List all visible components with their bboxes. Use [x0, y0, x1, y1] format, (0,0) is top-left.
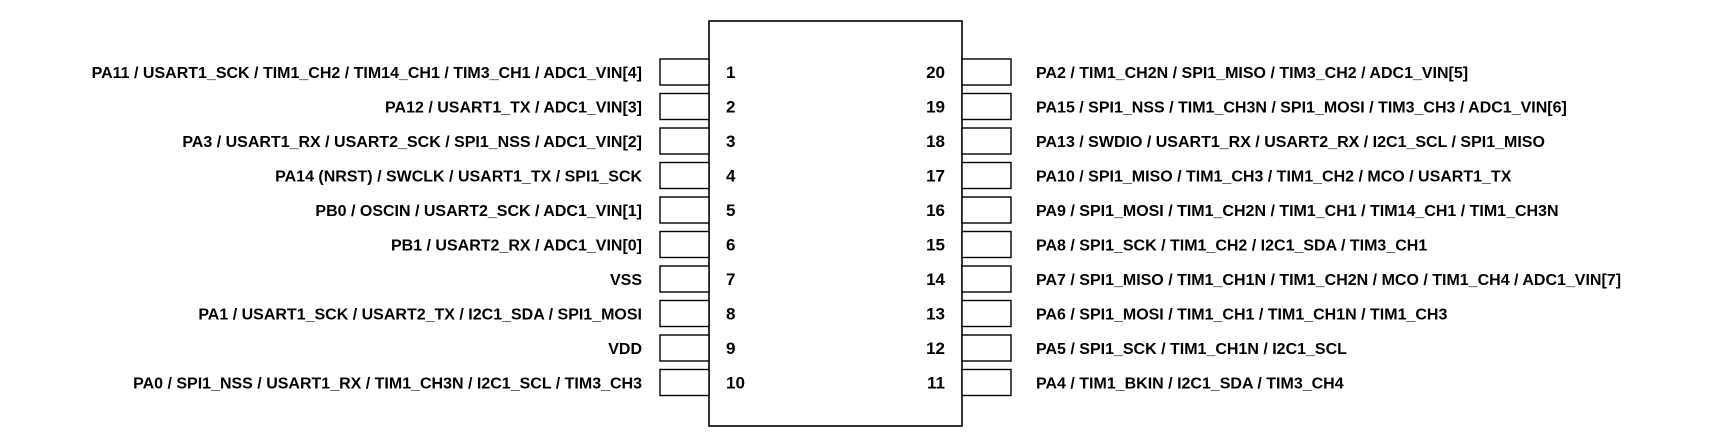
pin-label: PB1 / USART2_RX / ADC1_VIN[0] [391, 238, 642, 255]
pin-number: 20 [926, 63, 945, 82]
pin-number: 16 [926, 201, 945, 220]
pin-tab [659, 265, 710, 293]
pin-tab [961, 368, 1012, 397]
pin-label: PA2 / TIM1_CH2N / SPI1_MISO / TIM3_CH2 /… [1036, 65, 1468, 82]
pin-tab [659, 368, 710, 397]
pin-number: 12 [926, 339, 945, 358]
pin-label: PA5 / SPI1_SCK / TIM1_CH1N / I2C1_SCL [1036, 341, 1347, 358]
pin-tab [659, 299, 710, 328]
pin-number: 9 [726, 339, 735, 358]
pin-tab [961, 265, 1012, 293]
pin-number: 11 [927, 374, 945, 393]
pin-label: PA12 / USART1_TX / ADC1_VIN[3] [385, 100, 642, 117]
pin-label: PA1 / USART1_SCK / USART2_TX / I2C1_SDA … [198, 307, 642, 324]
pin-tab [659, 127, 710, 155]
pin-number: 17 [926, 167, 945, 186]
pin-tab [659, 196, 710, 224]
pin-label: PA10 / SPI1_MISO / TIM1_CH3 / TIM1_CH2 /… [1036, 169, 1512, 186]
pin-number: 5 [726, 201, 735, 220]
pin-number: 13 [926, 305, 945, 324]
pin-label: PA0 / SPI1_NSS / USART1_RX / TIM1_CH3N /… [133, 376, 642, 393]
pin-tab [961, 196, 1012, 224]
right-pin-column: 20 PA2 / TIM1_CH2N / SPI1_MISO / TIM3_CH2… [926, 58, 1621, 397]
pin-number: 1 [726, 63, 735, 82]
pin-number: 6 [726, 236, 735, 255]
pin-tab [659, 334, 710, 362]
pin-label: PB0 / OSCIN / USART2_SCK / ADC1_VIN[1] [315, 203, 642, 220]
pin-number: 19 [926, 98, 945, 117]
pin-label: PA6 / SPI1_MOSI / TIM1_CH1 / TIM1_CH1N /… [1036, 307, 1447, 324]
pin-tab [961, 92, 1012, 121]
pin-number: 7 [726, 270, 735, 289]
pin-tab [659, 58, 710, 86]
pin-label: PA11 / USART1_SCK / TIM1_CH2 / TIM14_CH1… [92, 65, 642, 82]
pin-label: PA13 / SWDIO / USART1_RX / USART2_RX / I… [1036, 134, 1545, 151]
pin-label: PA4 / TIM1_BKIN / I2C1_SDA / TIM3_CH4 [1036, 376, 1344, 393]
pin-tab [659, 161, 710, 190]
pin-tab [961, 230, 1012, 259]
pin-label: VSS [610, 272, 642, 289]
pin-number: 4 [726, 167, 736, 186]
pin-number: 14 [926, 270, 945, 289]
pin-number: 2 [726, 98, 735, 117]
pin-label: PA7 / SPI1_MISO / TIM1_CH1N / TIM1_CH2N … [1036, 272, 1621, 289]
pin-label: PA15 / SPI1_NSS / TIM1_CH3N / SPI1_MOSI … [1036, 100, 1567, 117]
pin-number: 10 [726, 374, 745, 393]
pin-tab [961, 334, 1012, 362]
pin-number: 3 [726, 132, 735, 151]
chip-body [708, 20, 963, 427]
pin-label: VDD [608, 341, 642, 358]
pin-label: PA14 (NRST) / SWCLK / USART1_TX / SPI1_S… [275, 169, 642, 186]
left-pin-column: 1 PA11 / USART1_SCK / TIM1_CH2 / TIM14_CH… [92, 58, 745, 397]
pin-tab [961, 58, 1012, 86]
pin-label: PA9 / SPI1_MOSI / TIM1_CH2N / TIM1_CH1 /… [1036, 203, 1559, 220]
pin-tab [961, 299, 1012, 328]
pin-label: PA3 / USART1_RX / USART2_SCK / SPI1_NSS … [182, 134, 642, 151]
pin-number: 18 [926, 132, 945, 151]
pin-tab [961, 127, 1012, 155]
pin-label: PA8 / SPI1_SCK / TIM1_CH2 / I2C1_SDA / T… [1036, 238, 1427, 255]
pin-number: 8 [726, 305, 735, 324]
pin-number: 15 [926, 236, 945, 255]
pin-tab [961, 161, 1012, 190]
pin-tab [659, 92, 710, 121]
pin-tab [659, 230, 710, 259]
